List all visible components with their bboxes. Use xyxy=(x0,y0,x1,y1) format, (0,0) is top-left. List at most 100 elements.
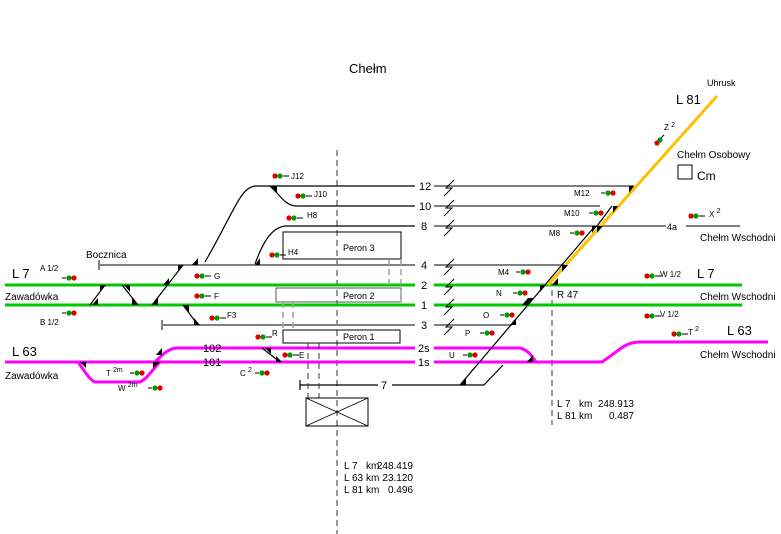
signal-green-light xyxy=(277,173,283,179)
signal-c: C 2 xyxy=(240,367,270,378)
km-line: L 63 xyxy=(344,473,364,484)
signal-m12: M12 xyxy=(574,189,616,198)
signal-t: T 2m xyxy=(106,367,145,378)
km-value: 23.120 xyxy=(382,473,413,484)
signal-t2: T 2 xyxy=(671,326,699,337)
km-line: L 81 xyxy=(344,485,364,496)
signal-red-light xyxy=(522,290,528,296)
signal-red-light xyxy=(194,273,200,279)
signal-label: M4 xyxy=(498,268,510,277)
line-l63-east-label: L 63 xyxy=(727,323,752,338)
track-label: 7 xyxy=(381,380,387,392)
siding-label: Bocznica xyxy=(86,250,127,261)
signal-red-light xyxy=(286,215,292,221)
signal-r: R xyxy=(255,329,278,340)
chelm-osobowy-label: Chełm Osobowy xyxy=(677,150,750,161)
signal-green-light xyxy=(274,252,280,258)
signal-a: A 1/2 xyxy=(40,264,77,281)
track-label: 10 xyxy=(419,201,431,213)
signal-red-light xyxy=(610,190,616,196)
signal-h4: H4 xyxy=(269,248,299,258)
km-value: 0.496 xyxy=(388,485,413,496)
r47-label: R 47 xyxy=(557,290,579,301)
signal-label: B 1/2 xyxy=(40,318,59,327)
line-l81-label: L 81 xyxy=(676,92,701,107)
signal-red-light xyxy=(295,193,301,199)
signal-green-light xyxy=(134,370,140,376)
signal-green-light xyxy=(300,193,306,199)
signal-b: B 1/2 xyxy=(40,310,77,327)
signal-f: F xyxy=(194,292,219,301)
signal-label: Z 2 xyxy=(664,122,675,132)
platform-1 xyxy=(282,329,401,344)
l63-west-destination: Zawadówka xyxy=(5,371,59,382)
platform-2 xyxy=(275,287,402,303)
signal-green-light xyxy=(199,293,205,299)
signal-label: M10 xyxy=(564,209,580,218)
platform-3 xyxy=(282,231,402,260)
signal-red-light xyxy=(282,352,288,358)
signal-label: W 1/2 xyxy=(660,270,681,279)
l63-east-destination: Chełm Wschodni xyxy=(700,350,776,361)
underpass-lines xyxy=(282,259,402,398)
signal-x: X 2 xyxy=(688,208,721,219)
track-labels: 12 10 8 4 2 1 3 2s 1s 7 102 101 4a xyxy=(203,181,677,392)
km-unit: km xyxy=(366,485,379,496)
track-label: 12 xyxy=(419,181,431,193)
signal-red-light xyxy=(139,370,145,376)
km-unit: km xyxy=(579,399,592,410)
track-4 xyxy=(98,260,565,270)
station-title: Chełm xyxy=(349,61,387,76)
km-unit: km xyxy=(579,411,592,422)
signal-label: R xyxy=(272,329,278,338)
signal-green-light xyxy=(66,310,72,316)
km-line: L 7 xyxy=(344,461,358,472)
chelm-osobowy-box xyxy=(677,164,693,180)
signal-label: W 2m xyxy=(118,382,138,393)
line-l63-west-label: L 63 xyxy=(12,344,37,359)
platform-1-label: Peron 1 xyxy=(343,332,375,342)
signal-green-light xyxy=(574,230,580,236)
line-l7-west-label: L 7 xyxy=(12,266,30,281)
signal-p: P xyxy=(465,329,495,338)
signal-label: T 2 xyxy=(688,326,699,337)
signal-z: Z 2 xyxy=(654,122,675,146)
track-2s-east xyxy=(434,346,538,363)
track-label: 102 xyxy=(203,343,221,355)
km-line: L 81 xyxy=(557,411,577,422)
track-label: 4 xyxy=(421,260,427,272)
km-unit: km xyxy=(366,473,379,484)
km-table-center: L 7 km 248.419 L 63 km 23.120 L 81 km 0.… xyxy=(344,461,413,496)
signal-u: U xyxy=(449,351,478,360)
signal-green-light xyxy=(693,213,699,219)
signal-label: F3 xyxy=(227,311,237,320)
signal-label: N xyxy=(496,289,502,298)
signal-label: E xyxy=(299,351,304,360)
signal-red-light xyxy=(255,334,261,340)
track-label: 101 xyxy=(203,357,221,369)
signal-w12: W 1/2 xyxy=(644,270,681,279)
switch-markers xyxy=(80,186,634,385)
signal-red-light xyxy=(272,173,278,179)
line-labels: L 7 Zawadówka L 63 Zawadówka Bocznica L … xyxy=(5,78,776,382)
catenary-markers xyxy=(443,179,455,336)
signal-n: N xyxy=(496,289,528,298)
km-value: 248.419 xyxy=(377,461,414,472)
signal-red-light xyxy=(472,352,478,358)
signal-w: W 2m xyxy=(118,382,163,393)
signal-label: H4 xyxy=(288,248,299,257)
signal-green-light xyxy=(605,190,611,196)
signal-h8: H8 xyxy=(286,211,318,221)
signal-green-light xyxy=(66,275,72,281)
track-L63-loop xyxy=(76,360,162,384)
track-label: 3 xyxy=(421,320,427,332)
signal-green-light xyxy=(259,370,265,376)
signal-m10: M10 xyxy=(564,209,604,218)
km-value: 0.487 xyxy=(609,411,634,422)
signal-green-light xyxy=(649,313,655,319)
km-unit: km xyxy=(366,461,379,472)
signal-label: T 2m xyxy=(106,367,123,378)
signal-green-light xyxy=(593,210,599,216)
signal-label: A 1/2 xyxy=(40,264,59,273)
signal-red-light xyxy=(579,230,585,236)
